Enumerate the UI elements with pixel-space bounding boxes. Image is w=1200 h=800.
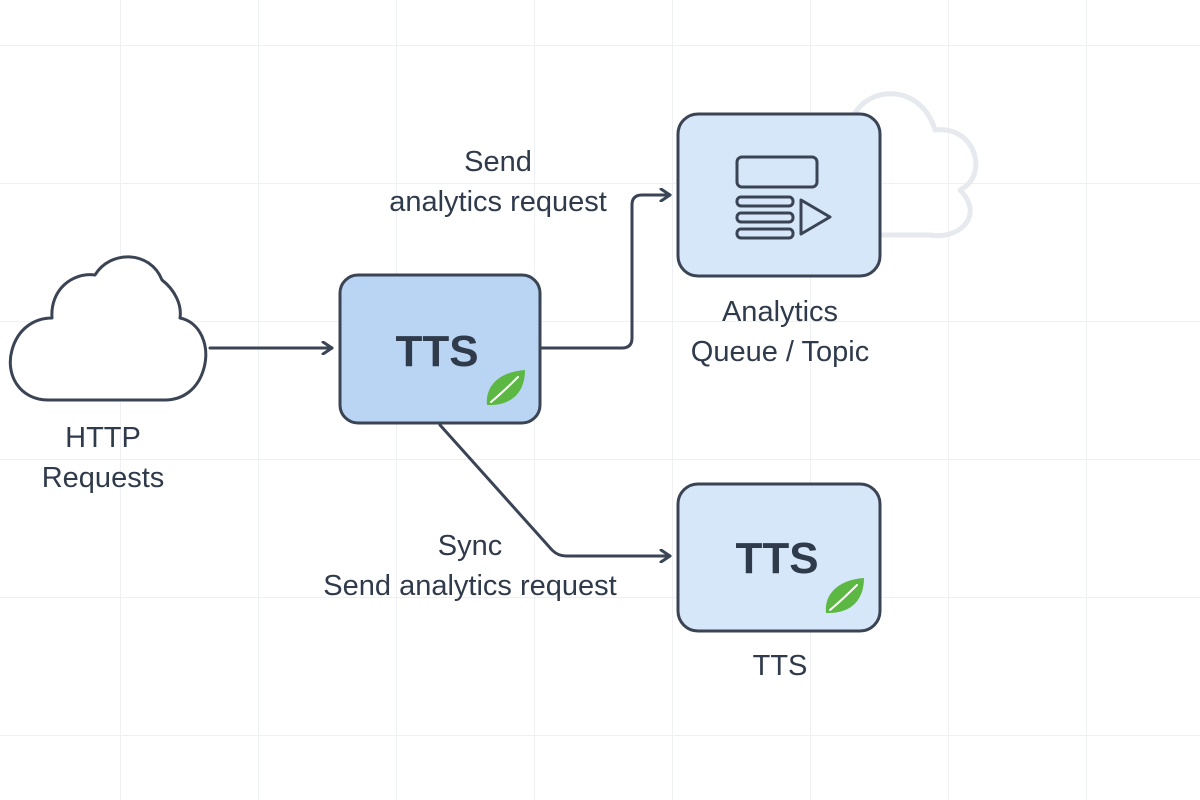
tts-main-title: TTS xyxy=(395,327,478,376)
analytics-label: Analytics Queue / Topic xyxy=(690,296,870,368)
client-cloud-icon xyxy=(8,255,208,402)
edge-tts-to-tts-sync xyxy=(438,423,672,556)
tts-secondary-label: TTS xyxy=(752,650,808,682)
tts-main-node[interactable]: TTS xyxy=(338,273,542,425)
leaf-icon xyxy=(825,578,864,614)
leaf-icon xyxy=(486,370,525,406)
analytics-queue-node[interactable] xyxy=(676,112,882,278)
client-label: HTTP Requests xyxy=(41,422,165,494)
tts-secondary-node[interactable]: TTS xyxy=(676,482,882,633)
async-edge-label: Send analytics request xyxy=(389,146,607,218)
tts-secondary-title: TTS xyxy=(735,534,818,583)
sync-edge-label: Sync Send analytics request xyxy=(323,530,617,602)
queue-icon xyxy=(735,155,832,240)
edge-tts-to-analytics xyxy=(538,195,672,350)
